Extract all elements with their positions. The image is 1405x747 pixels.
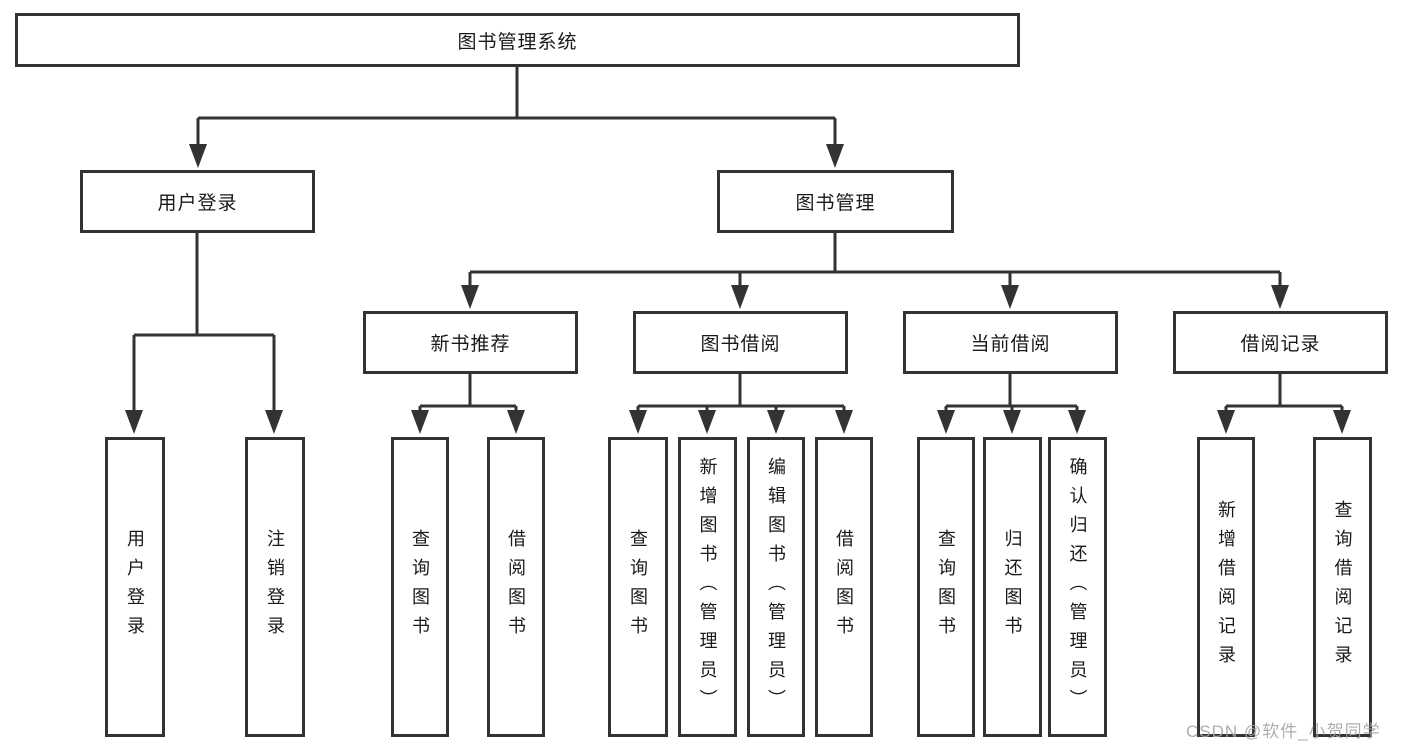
node-current-borrowing: 当前借阅 <box>903 311 1118 374</box>
node-borrowing-records: 借阅记录 <box>1173 311 1388 374</box>
leaf-add-books-admin: 新增图书（管理员） <box>678 437 737 737</box>
node-label: 新增图书（管理员） <box>697 456 718 718</box>
node-label: 用户登录 <box>157 193 238 214</box>
node-label: 查询图书 <box>936 529 956 645</box>
node-label: 借阅图书 <box>506 529 526 645</box>
node-label: 用户登录 <box>125 529 145 645</box>
csdn-watermark: CSDN @软件_小贺同学 <box>1186 722 1381 741</box>
node-label: 借阅记录 <box>1240 334 1321 355</box>
node-label: 图书借阅 <box>700 334 781 355</box>
leaf-confirm-return-admin: 确认归还（管理员） <box>1048 437 1107 737</box>
node-label: 查询图书 <box>628 529 648 645</box>
leaf-user-login: 用户登录 <box>105 437 165 737</box>
leaf-edit-books-admin: 编辑图书（管理员） <box>747 437 805 737</box>
leaf-borrow-books-recommend: 借阅图书 <box>487 437 545 737</box>
node-label: 查询图书 <box>410 529 430 645</box>
leaf-query-borrow-record: 查询借阅记录 <box>1313 437 1372 737</box>
leaf-query-books-recommend: 查询图书 <box>391 437 449 737</box>
node-label: 查询借阅记录 <box>1332 500 1353 674</box>
node-root-system: 图书管理系统 <box>15 13 1020 67</box>
node-label: 新增借阅记录 <box>1216 500 1236 674</box>
node-label: 注销登录 <box>265 529 285 645</box>
node-label: 归还图书 <box>1002 529 1023 645</box>
leaf-add-borrow-record: 新增借阅记录 <box>1197 437 1255 737</box>
node-label: 编辑图书（管理员） <box>766 456 786 718</box>
node-user-login: 用户登录 <box>80 170 315 233</box>
leaf-borrow-books: 借阅图书 <box>815 437 873 737</box>
node-book-borrowing: 图书借阅 <box>633 311 848 374</box>
node-label: 图书管理 <box>795 193 876 214</box>
leaf-logout: 注销登录 <box>245 437 305 737</box>
node-new-book-recommend: 新书推荐 <box>363 311 578 374</box>
node-label: 新书推荐 <box>430 334 511 355</box>
node-label: 当前借阅 <box>970 334 1051 355</box>
leaf-query-books-current: 查询图书 <box>917 437 975 737</box>
leaf-return-books: 归还图书 <box>983 437 1042 737</box>
leaf-query-books-borrow: 查询图书 <box>608 437 668 737</box>
node-label: 确认归还（管理员） <box>1067 456 1088 718</box>
node-label: 图书管理系统 <box>457 31 578 53</box>
node-book-management: 图书管理 <box>717 170 954 233</box>
node-label: 借阅图书 <box>834 529 854 645</box>
